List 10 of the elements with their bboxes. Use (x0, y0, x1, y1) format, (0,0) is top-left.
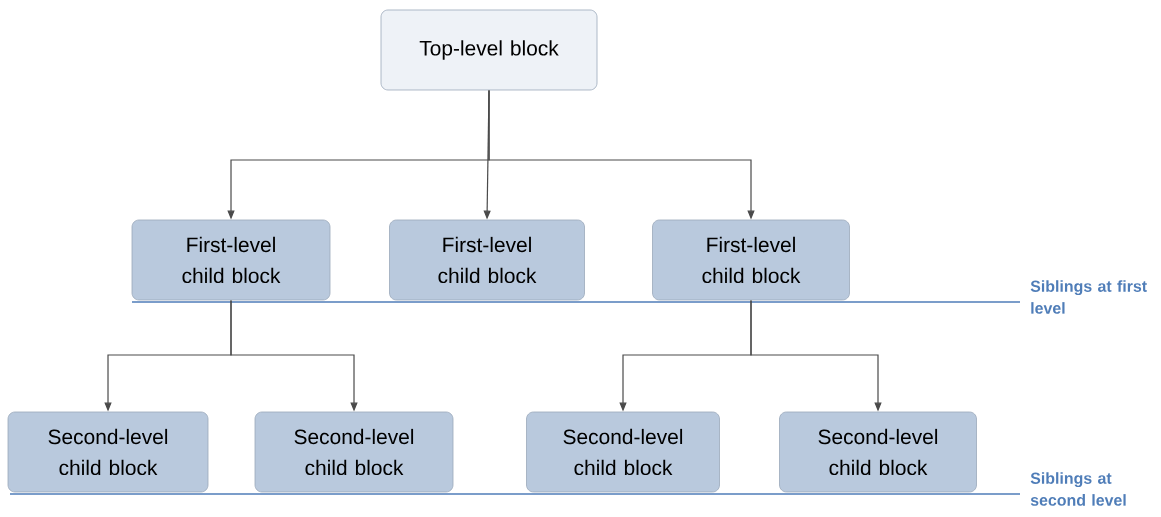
block-box: Second-level child block (7, 411, 209, 493)
block-box: Second-level child block (526, 411, 720, 493)
block-box: Second-level child block (254, 411, 454, 493)
block-box: Second-level child block (779, 411, 977, 493)
block-box: Top-level block (380, 9, 598, 91)
side-label: Siblings at first level (1030, 280, 1147, 314)
block-box: First-level child block (652, 219, 850, 301)
side-label: Siblings at second level (1030, 472, 1126, 506)
block-box: First-level child block (389, 219, 585, 301)
block-box: First-level child block (131, 219, 331, 301)
